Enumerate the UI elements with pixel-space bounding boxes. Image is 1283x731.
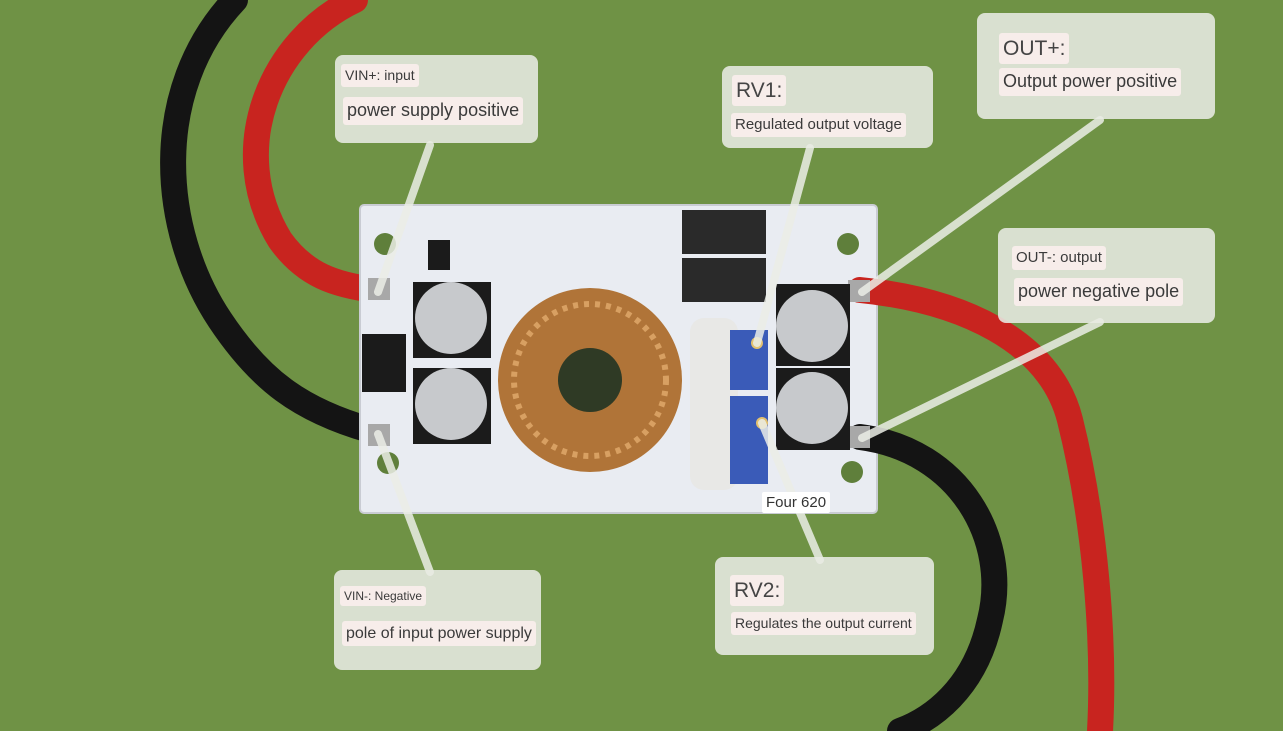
rv1-title: RV1:	[732, 75, 787, 107]
smd-diode-bottom	[682, 258, 766, 302]
out-minus-wire	[847, 424, 1008, 731]
pointer-out-minus	[858, 318, 1104, 442]
potentiometer-rv2	[730, 396, 768, 484]
vin-plus-title: VIN+: input	[341, 64, 419, 87]
toroid-center	[558, 348, 622, 412]
vin-minus-description: pole of input power supply	[342, 621, 536, 647]
ic-chip	[428, 240, 450, 270]
out-plus-title: OUT+:	[999, 33, 1070, 65]
mounting-hole	[841, 461, 863, 483]
callout-vin-minus: VIN-: Negative pole of input power suppl…	[334, 570, 541, 670]
out-plus-description: Output power positive	[999, 68, 1182, 96]
vin-plus-wire	[243, 0, 388, 303]
input-capacitor-bottom	[415, 368, 487, 440]
mounting-hole	[837, 233, 859, 255]
vin-minus-title: VIN-: Negative	[340, 586, 427, 607]
out-minus-title: OUT-: output	[1012, 246, 1106, 270]
callout-rv2: RV2: Regulates the output current	[715, 557, 934, 655]
pointer-vin-plus	[374, 141, 434, 296]
callout-rv1: RV1: Regulated output voltage	[722, 66, 933, 148]
potentiometer-rv1	[730, 330, 768, 390]
rv2-description: Regulates the output current	[731, 612, 916, 635]
smd-diode-top	[682, 210, 766, 254]
pointer-rv1	[753, 144, 814, 347]
output-capacitor-top	[776, 290, 848, 362]
pointer-rv2	[758, 419, 824, 564]
callout-out-minus: OUT-: output power negative pole	[998, 228, 1215, 323]
thermal-pad	[690, 318, 738, 490]
vin-plus-description: power supply positive	[343, 97, 524, 125]
diode-component	[362, 334, 406, 392]
callout-out-plus: OUT+: Output power positive	[977, 13, 1215, 119]
coil-windings	[511, 301, 669, 459]
out-minus-description: power negative pole	[1014, 278, 1184, 306]
component-marking-label: Four 620	[762, 492, 831, 513]
out-plus-wire	[847, 277, 1115, 731]
rv1-description: Regulated output voltage	[731, 113, 906, 137]
pointer-out-plus	[858, 116, 1104, 296]
callout-vin-plus: VIN+: input power supply positive	[335, 55, 538, 143]
rv2-title: RV2:	[730, 575, 785, 607]
callout-pointers	[374, 116, 1104, 576]
input-capacitor-top	[415, 282, 487, 354]
vin-minus-wire	[160, 0, 383, 443]
pointer-vin-minus	[374, 430, 434, 576]
output-capacitor-bottom	[776, 372, 848, 444]
